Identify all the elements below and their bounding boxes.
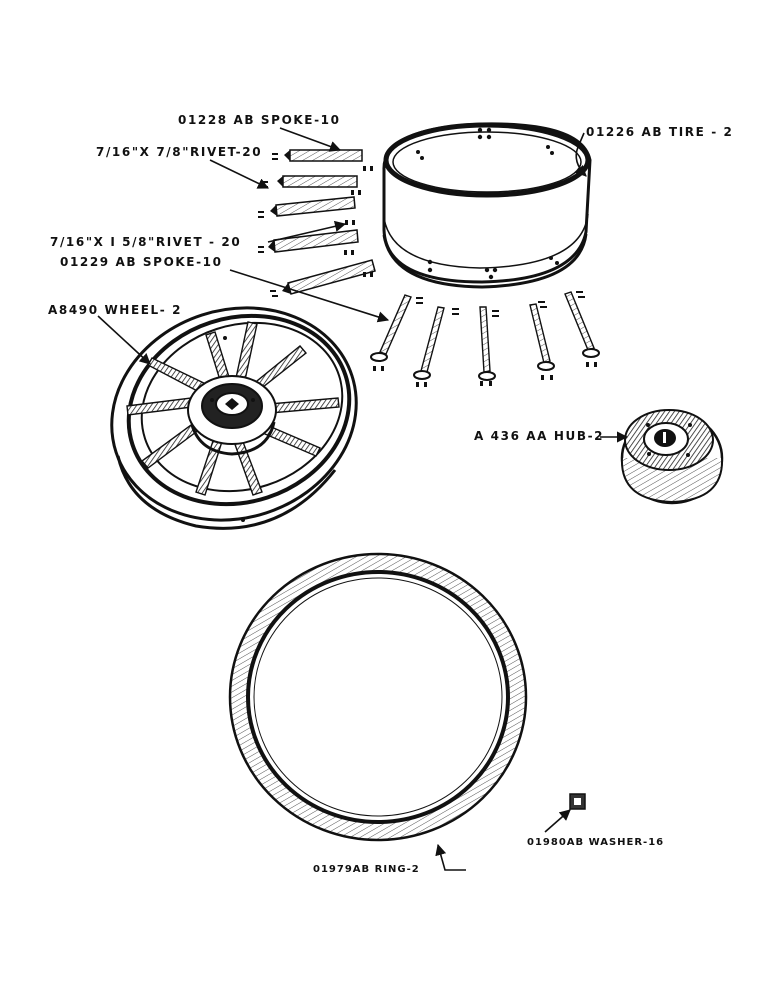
washer-part [569, 793, 586, 810]
spoke-group-lower [370, 291, 600, 387]
tire-part [382, 122, 592, 289]
label-rivet-short: 7/16"X 7/8"RIVET-20 [96, 145, 263, 159]
label-spoke-top: 01228 AB SPOKE-10 [178, 113, 341, 127]
label-spoke-lower: 01229 AB SPOKE-10 [60, 255, 223, 269]
label-wheel: A8490 WHEEL- 2 [48, 303, 183, 317]
wheel-part [110, 306, 358, 530]
label-ring: 01979AB RING-2 [313, 864, 420, 875]
spoke-group-upper [258, 149, 376, 297]
label-washer: 01980AB WASHER-16 [527, 837, 665, 848]
hub-part [620, 409, 724, 505]
ring-part [228, 552, 528, 842]
label-rivet-long: 7/16"X I 5/8"RIVET - 20 [50, 235, 242, 249]
leader-lines [97, 127, 629, 871]
label-tire: 01226 AB TIRE - 2 [586, 125, 734, 139]
label-hub: A 436 AA HUB-2 [474, 429, 605, 443]
